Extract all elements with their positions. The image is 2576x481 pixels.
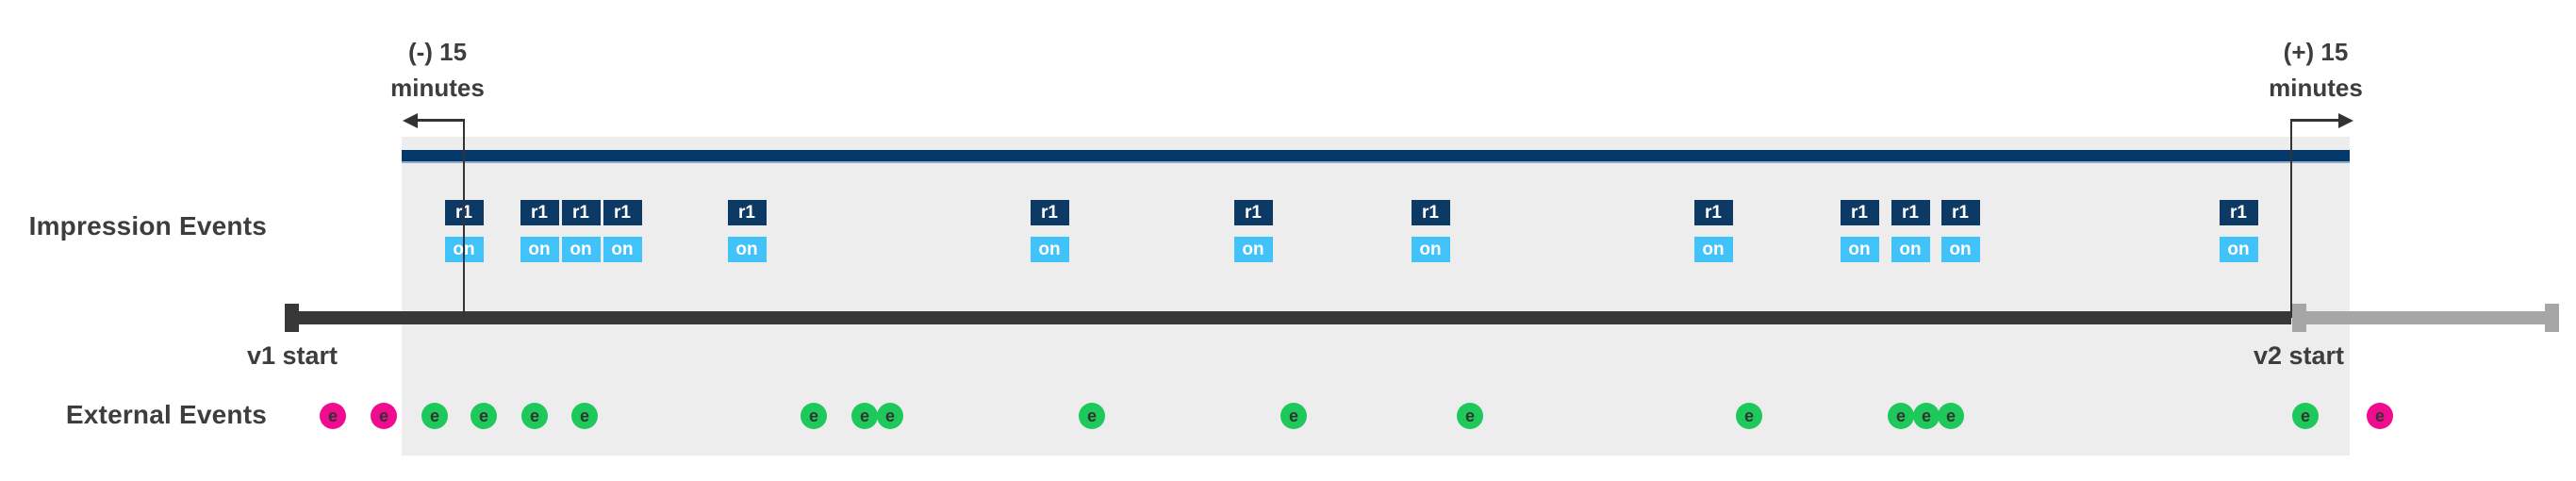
minus-offset-line2: minutes: [390, 74, 485, 102]
minus-offset-line1: (-) 15: [407, 38, 468, 66]
external-event-dot: e: [877, 403, 903, 429]
timeline-end-cap: [2545, 304, 2559, 332]
on-box: on: [1891, 237, 1930, 262]
recipe-r1-box: r1: [1840, 200, 1879, 225]
timeline-v2-segment: [2292, 311, 2559, 324]
external-event-dot: e: [371, 403, 397, 429]
on-box: on: [603, 237, 642, 262]
on-box: on: [727, 237, 767, 262]
on-box: on: [2219, 237, 2258, 262]
external-event-dot: e: [1079, 403, 1105, 429]
impression-event: r1 on: [1840, 200, 1879, 262]
external-event-dot: e: [851, 403, 878, 429]
plus-offset-marker-line: [2290, 119, 2292, 318]
right-arrow-icon: [2338, 113, 2353, 128]
on-box: on: [1411, 237, 1450, 262]
v1-start-label: v1 start: [246, 341, 339, 370]
plus-offset-line1: (+) 15: [2283, 38, 2349, 66]
recipe-r1-box: r1: [1693, 200, 1733, 225]
external-event-dot: e: [1913, 403, 1940, 429]
impression-event: r1 on: [2219, 200, 2258, 262]
impression-event: r1 on: [1233, 200, 1273, 262]
v1-start-cap: [285, 304, 299, 332]
on-box: on: [1693, 237, 1733, 262]
external-event-dot: e: [1736, 403, 1762, 429]
v2-start-cap: [2292, 304, 2306, 332]
external-event-dot: e: [471, 403, 497, 429]
campaign-top-bar: [402, 150, 2350, 163]
recipe-r1-box: r1: [727, 200, 767, 225]
on-box: on: [561, 237, 601, 262]
external-event-dot: e: [521, 403, 548, 429]
recipe-r1-box: r1: [1233, 200, 1273, 225]
external-event-dot: e: [2292, 403, 2319, 429]
minus-offset-label: (-) 15 minutes: [334, 34, 541, 106]
plus-offset-arrow-line: [2291, 119, 2338, 122]
impression-event: r1 on: [520, 200, 559, 262]
left-arrow-icon: [403, 113, 418, 128]
impression-event: r1 on: [727, 200, 767, 262]
v2-start-label: v2 start: [2253, 341, 2345, 370]
recipe-r1-box: r1: [1940, 200, 1980, 225]
impression-event: r1 on: [1030, 200, 1069, 262]
external-event-dot: e: [571, 403, 598, 429]
on-box: on: [520, 237, 559, 262]
external-event-dot: e: [2367, 403, 2393, 429]
impression-events-row-label: Impression Events: [28, 211, 267, 240]
on-box: on: [1233, 237, 1273, 262]
impression-event: r1 on: [1891, 200, 1930, 262]
recipe-r1-box: r1: [561, 200, 601, 225]
external-event-dot: e: [1457, 403, 1483, 429]
recipe-r1-box: r1: [1030, 200, 1069, 225]
recipe-r1-box: r1: [1411, 200, 1450, 225]
external-events-row-label: External Events: [65, 400, 267, 429]
impression-event: r1 on: [561, 200, 601, 262]
on-box: on: [1840, 237, 1879, 262]
impression-event: r1 on: [1693, 200, 1733, 262]
timeline-v1-segment: [285, 311, 2291, 324]
on-box: on: [1030, 237, 1069, 262]
on-box: on: [1940, 237, 1980, 262]
minus-offset-marker-line: [463, 119, 465, 318]
impression-event: r1 on: [1411, 200, 1450, 262]
external-event-dot: e: [421, 403, 448, 429]
external-event-dot: e: [1280, 403, 1307, 429]
recipe-r1-box: r1: [2219, 200, 2258, 225]
plus-offset-line2: minutes: [2269, 74, 2363, 102]
plus-offset-label: (+) 15 minutes: [2212, 34, 2419, 106]
external-event-dot: e: [1888, 403, 1914, 429]
impression-event: r1 on: [603, 200, 642, 262]
recipe-r1-box: r1: [520, 200, 559, 225]
external-event-dot: e: [801, 403, 827, 429]
recipe-r1-box: r1: [1891, 200, 1930, 225]
recipe-r1-box: r1: [603, 200, 642, 225]
external-event-dot: e: [320, 403, 346, 429]
minus-offset-arrow-line: [418, 119, 464, 122]
external-event-dot: e: [1938, 403, 1964, 429]
impression-event: r1 on: [1940, 200, 1980, 262]
measurement-window-panel: [402, 137, 2350, 456]
